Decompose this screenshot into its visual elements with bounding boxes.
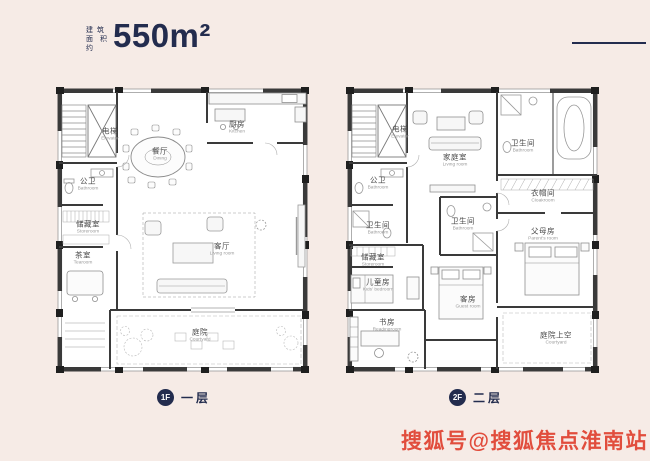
area-label-line2: 面积约 <box>86 36 108 52</box>
area-label-line1: 建 筑 <box>86 27 105 34</box>
cloakroom-wardrobe <box>500 178 594 191</box>
storage-shelves <box>62 210 110 245</box>
reading-room-furniture <box>349 316 419 363</box>
porch-steps <box>65 322 105 348</box>
floor-2-drawing <box>346 87 599 373</box>
floor-plan-1f: 电梯 Elevator 厨房 Kitchen 餐厅 Dining 公卫 Bath… <box>55 85 310 375</box>
family-room-furniture <box>412 110 484 193</box>
door-swings <box>406 154 510 232</box>
storage-closet <box>350 246 396 257</box>
kids-bedroom-furniture <box>350 274 420 304</box>
area-header: 建 筑 面积约 550m² <box>86 18 211 54</box>
tearoom-furniture <box>66 270 104 302</box>
floor-label-1f: 一层 <box>181 391 212 405</box>
bathroom-fixtures-center <box>446 202 494 252</box>
floor-label-2f: 二层 <box>473 391 504 405</box>
interior-walls <box>349 92 597 369</box>
structural-columns <box>56 87 309 373</box>
courtyard-void <box>502 312 592 364</box>
area-label: 建 筑 面积约 <box>86 26 108 53</box>
elevator-shaft <box>87 104 117 158</box>
floor-badge-2f: 2F <box>449 389 466 406</box>
bathroom-fixtures-left <box>352 168 404 239</box>
watermark: 搜狐号@搜狐焦点淮南站 <box>401 430 648 453</box>
bathroom-fixtures-top <box>500 94 592 160</box>
bathroom-fixtures <box>63 168 114 194</box>
elevator-shaft <box>377 104 407 158</box>
interior-walls <box>59 92 307 369</box>
page-title: 550m² <box>113 17 211 54</box>
stairs <box>351 104 377 158</box>
top-right-rule <box>572 42 646 44</box>
floor-1-drawing <box>56 87 309 373</box>
floor-plan-2f: 电梯 Elevator 家庭室 Living room 卫生间 Bathroom… <box>345 85 600 375</box>
kitchen-fixtures <box>208 92 307 131</box>
courtyard-landscape <box>116 315 302 365</box>
living-furniture <box>142 204 306 298</box>
parents-room-furniture <box>514 242 590 296</box>
floor-badge-row-1f: 1F 一层 <box>157 389 211 406</box>
stairs <box>61 104 87 158</box>
guest-room-furniture <box>430 266 492 320</box>
door-swings <box>116 142 278 250</box>
sliding-door <box>191 307 235 313</box>
floor-badge-1f: 1F <box>157 389 174 406</box>
floor-badge-row-2f: 2F 二层 <box>449 389 503 406</box>
